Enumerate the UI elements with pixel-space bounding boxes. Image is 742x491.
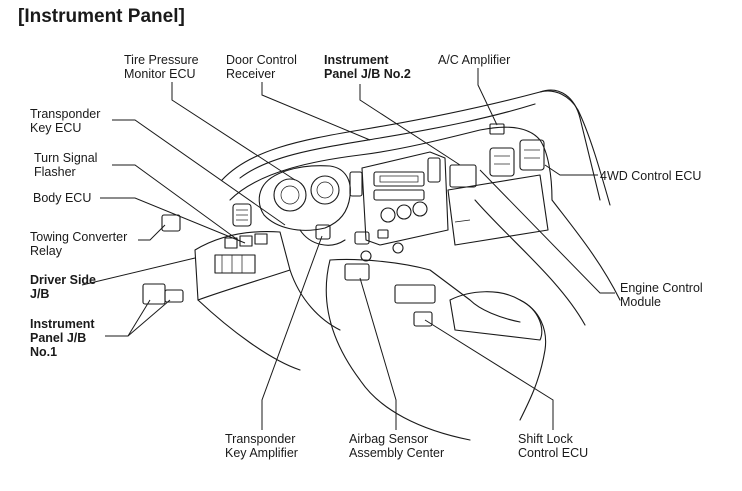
leader-jb-no2 bbox=[359, 84, 461, 166]
label-ac-amplifier: A/C Amplifier bbox=[438, 53, 510, 67]
callout-labels: Tire Pressure Monitor ECU Door Control R… bbox=[30, 53, 706, 460]
dashboard-art bbox=[142, 89, 621, 441]
label-driver-side-jb: Driver Side J/B bbox=[30, 273, 100, 301]
label-door-control-receiver: Door Control Receiver bbox=[226, 53, 300, 81]
label-tire-pressure-monitor-ecu: Tire Pressure Monitor ECU bbox=[124, 53, 202, 81]
label-4wd-control-ecu: 4WD Control ECU bbox=[600, 169, 701, 183]
leader-lines bbox=[81, 68, 615, 430]
label-shift-lock-control-ecu: Shift Lock Control ECU bbox=[518, 432, 588, 460]
label-engine-control-module: Engine Control Module bbox=[620, 281, 706, 309]
label-airbag-sensor-assembly-center: Airbag Sensor Assembly Center bbox=[349, 432, 444, 460]
label-instrument-panel-jb-no2: Instrument Panel J/B No.2 bbox=[324, 53, 411, 81]
label-towing-converter-relay: Towing Converter Relay bbox=[30, 230, 131, 258]
leader-door-control bbox=[261, 82, 371, 141]
leader-engine-control bbox=[479, 169, 615, 294]
label-turn-signal-flasher: Turn Signal Flasher bbox=[34, 151, 101, 179]
label-transponder-key-ecu: Transponder Key ECU bbox=[30, 107, 104, 135]
leader-body-ecu bbox=[100, 197, 246, 244]
label-instrument-panel-jb-no1: Instrument Panel J/B No.1 bbox=[30, 317, 98, 359]
leader-airbag bbox=[359, 277, 397, 430]
label-body-ecu: Body ECU bbox=[33, 191, 91, 205]
leader-transponder-amp bbox=[261, 235, 323, 430]
leader-4wd bbox=[544, 164, 598, 176]
leader-ac-amplifier bbox=[477, 68, 498, 126]
label-transponder-key-amplifier: Transponder Key Amplifier bbox=[225, 432, 299, 460]
leader-towing-relay bbox=[138, 224, 166, 241]
leader-transponder-ecu bbox=[112, 119, 286, 226]
leader-tire-pressure bbox=[171, 82, 296, 181]
leader-jb-no1-b bbox=[127, 299, 171, 337]
leader-driver-jb bbox=[81, 257, 196, 286]
page-title: [Instrument Panel] bbox=[18, 6, 185, 27]
leader-shift-lock bbox=[424, 319, 554, 430]
leader-jb-no1-a bbox=[105, 299, 151, 337]
leader-turn-signal bbox=[112, 164, 239, 241]
